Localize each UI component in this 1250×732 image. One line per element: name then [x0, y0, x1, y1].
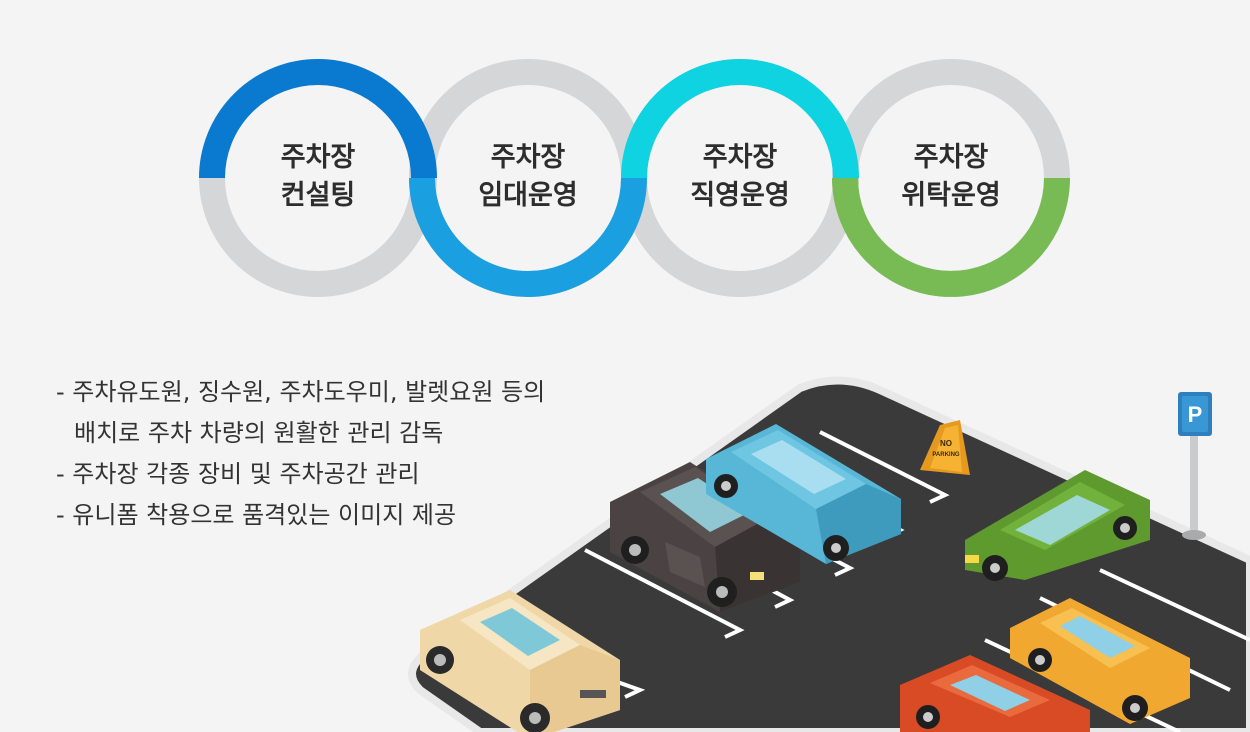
car-cream [420, 590, 620, 732]
service-lease-operation-line1: 주차장 [490, 142, 566, 173]
service-consulting: 주차장 컨설팅 [233, 139, 403, 215]
car-yellow [1010, 598, 1190, 724]
ring-accent-direct-operation [621, 59, 859, 179]
service-lease-operation-line2: 임대운영 [478, 180, 578, 211]
service-consignment-operation: 주차장 위탁운영 [866, 139, 1036, 215]
parking-sign: P [1178, 392, 1212, 540]
service-consulting-line1: 주차장 [280, 142, 356, 173]
service-consulting-line2: 컨설팅 [280, 180, 356, 211]
service-consignment-operation-line2: 위탁운영 [901, 180, 1001, 211]
car-red [900, 655, 1090, 732]
ring-accent-lease-operation [409, 177, 647, 297]
ring-accent-consignment-operation [832, 177, 1070, 297]
description-item: - 유니폼 착용으로 품격있는 이미지 제공 [56, 501, 457, 529]
service-lease-operation: 주차장 임대운영 [443, 139, 613, 215]
parking-sign-letter: P [1188, 402, 1203, 427]
service-consignment-operation-line1: 주차장 [913, 142, 989, 173]
description-item: 배치로 주차 차량의 원활한 관리 감독 [74, 419, 444, 447]
description-item: - 주차장 각종 장비 및 주차공간 관리 [56, 460, 420, 488]
service-rings [199, 59, 1070, 297]
service-direct-operation: 주차장 직영운영 [655, 139, 825, 215]
service-direct-operation-line1: 주차장 [702, 142, 778, 173]
service-description-list: - 주차유도원, 징수원, 주차도우미, 발렛요원 등의 배치로 주차 차량의 … [56, 372, 545, 536]
car-green [965, 470, 1150, 581]
no-parking-sign-line1: NO [940, 439, 952, 448]
ring-accent-consulting [199, 59, 437, 179]
service-direct-operation-line2: 직영운영 [690, 180, 790, 211]
no-parking-sign: NO PARKING [920, 420, 970, 475]
description-item: - 주차유도원, 징수원, 주차도우미, 발렛요원 등의 [56, 378, 546, 406]
car-dark [610, 462, 800, 612]
car-blue [706, 424, 901, 564]
no-parking-sign-line2: PARKING [932, 452, 960, 458]
